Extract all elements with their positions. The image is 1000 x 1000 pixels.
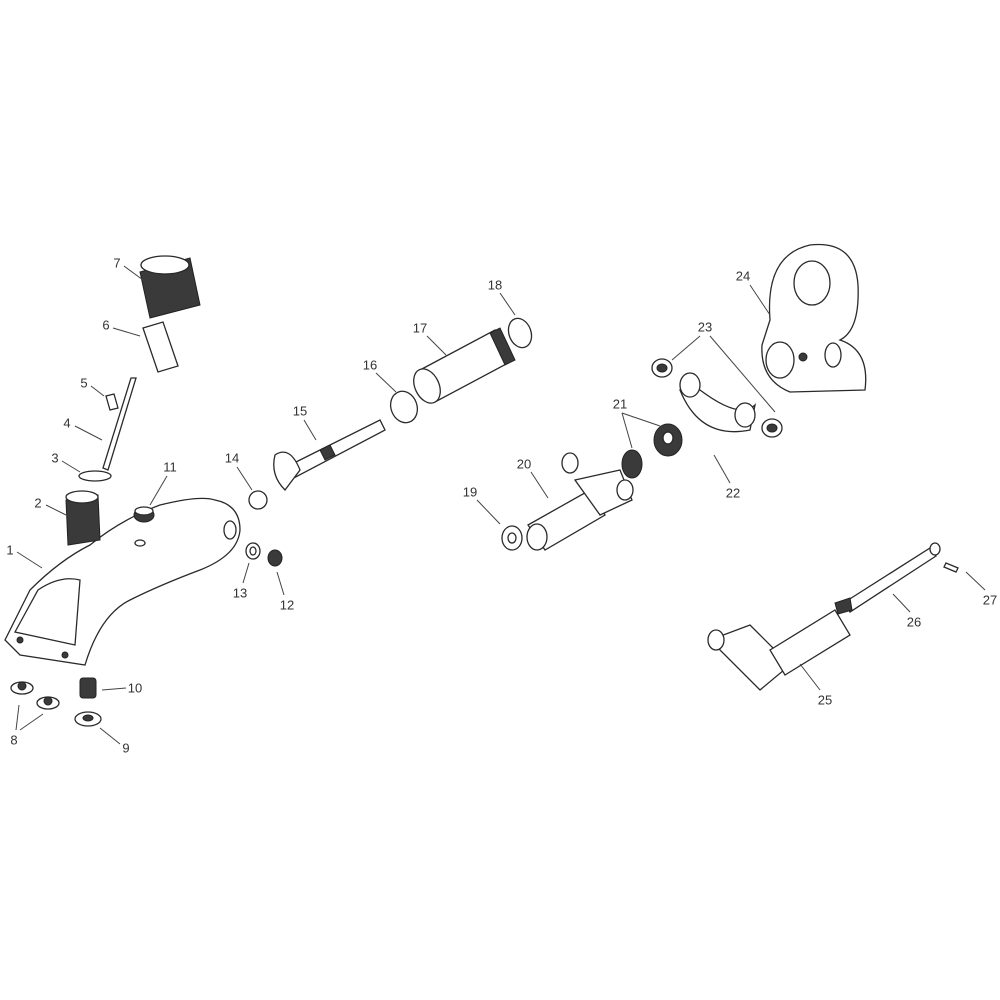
part-12-screw bbox=[267, 549, 283, 567]
callout-23: 23 bbox=[697, 319, 713, 335]
callout-13: 13 bbox=[232, 585, 248, 601]
part-14-ball bbox=[248, 490, 268, 510]
callout-27: 27 bbox=[982, 592, 998, 608]
callout-3: 3 bbox=[51, 450, 59, 466]
callout-8: 8 bbox=[10, 732, 18, 748]
part-1-housing bbox=[4, 497, 241, 666]
part-10-plug bbox=[79, 677, 97, 699]
part-19-washer bbox=[501, 525, 523, 551]
callout-6: 6 bbox=[102, 317, 110, 333]
part-27-pin bbox=[943, 562, 959, 573]
part-15-shaft bbox=[273, 419, 386, 491]
part-21-gears bbox=[621, 423, 683, 479]
callout-22: 22 bbox=[725, 485, 741, 501]
part-20-gear-housing bbox=[526, 452, 634, 551]
callout-4: 4 bbox=[63, 415, 71, 431]
leader-lines bbox=[15, 265, 986, 745]
part-6-sleeve bbox=[142, 321, 179, 373]
part-8-washers bbox=[10, 681, 60, 710]
part-9-nut bbox=[74, 711, 102, 727]
part-11-plug bbox=[133, 506, 155, 523]
part-4-pin bbox=[102, 377, 137, 471]
part-13-washer bbox=[245, 542, 261, 560]
callout-14: 14 bbox=[224, 450, 240, 466]
callout-17: 17 bbox=[412, 320, 428, 336]
part-23-bushings bbox=[651, 358, 783, 438]
callout-2: 2 bbox=[34, 495, 42, 511]
callout-21: 21 bbox=[612, 396, 628, 412]
part-18-oring bbox=[507, 317, 533, 349]
part-5-screw bbox=[105, 393, 119, 411]
part-2-fitting bbox=[65, 490, 101, 546]
callout-10: 10 bbox=[127, 680, 143, 696]
part-26-shaft bbox=[834, 542, 941, 615]
callout-25: 25 bbox=[817, 692, 833, 708]
callout-20: 20 bbox=[516, 456, 532, 472]
callout-7: 7 bbox=[113, 255, 121, 271]
part-22-bracket bbox=[679, 372, 757, 433]
callout-11: 11 bbox=[163, 459, 177, 475]
part-25-spindle-housing bbox=[707, 609, 851, 691]
callout-5: 5 bbox=[80, 375, 88, 391]
callout-24: 24 bbox=[735, 268, 751, 284]
callout-16: 16 bbox=[362, 357, 378, 373]
callout-26: 26 bbox=[906, 614, 922, 630]
callout-19: 19 bbox=[462, 484, 478, 500]
callout-18: 18 bbox=[487, 277, 503, 293]
part-3-ring bbox=[78, 470, 112, 482]
callout-1: 1 bbox=[6, 542, 14, 558]
part-17-cylinder bbox=[413, 327, 516, 404]
part-24-handle bbox=[761, 243, 867, 393]
callout-9: 9 bbox=[122, 740, 130, 756]
part-16-oring bbox=[389, 390, 419, 424]
callout-12: 12 bbox=[279, 597, 295, 613]
part-7-cap bbox=[139, 255, 201, 319]
callout-15: 15 bbox=[292, 403, 308, 419]
